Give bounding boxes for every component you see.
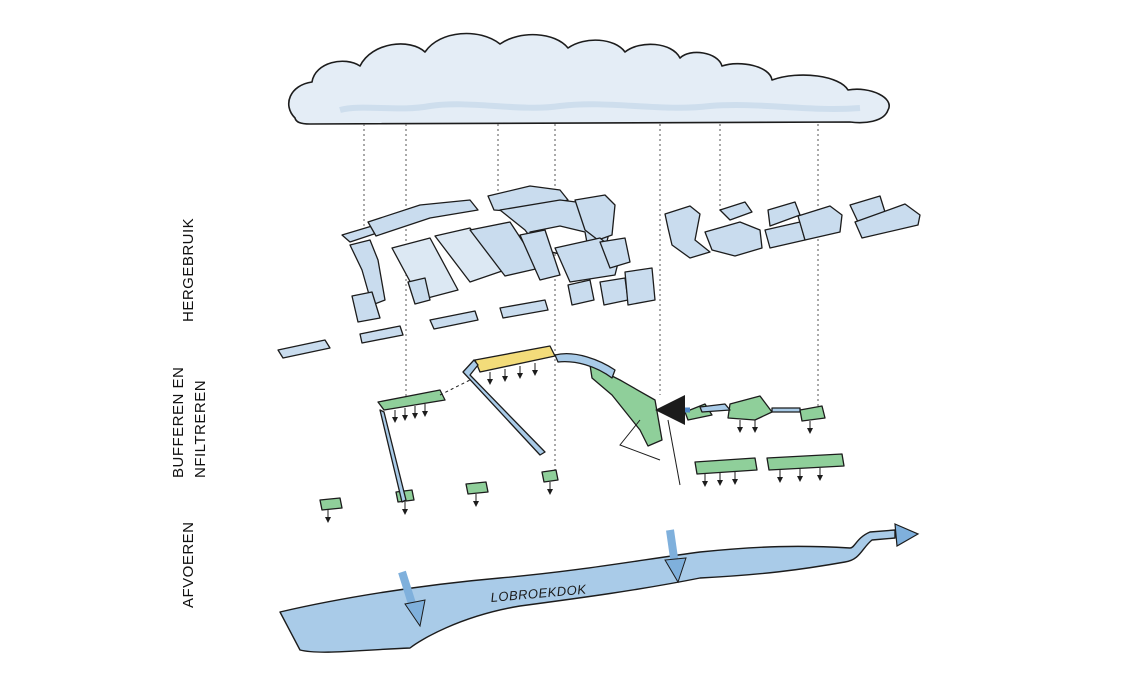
buildings-layer <box>277 185 921 359</box>
buffer-layer <box>319 345 845 511</box>
layer-label-reuse: HERGEBRUIK <box>180 217 197 322</box>
rain-lines <box>363 124 819 472</box>
layer-label-drain: AFVOEREN <box>180 521 197 608</box>
layer-label-buffer-line2: NFILTREREN <box>192 379 209 478</box>
cloud-icon <box>288 32 890 125</box>
infiltration-arrows <box>325 363 823 523</box>
arrow-down-icon <box>398 529 687 628</box>
layer-label-buffer-line1: BUFFEREN EN <box>170 366 187 478</box>
river-lobroekdok <box>279 529 896 653</box>
outflow-arrow-icon <box>894 523 920 547</box>
